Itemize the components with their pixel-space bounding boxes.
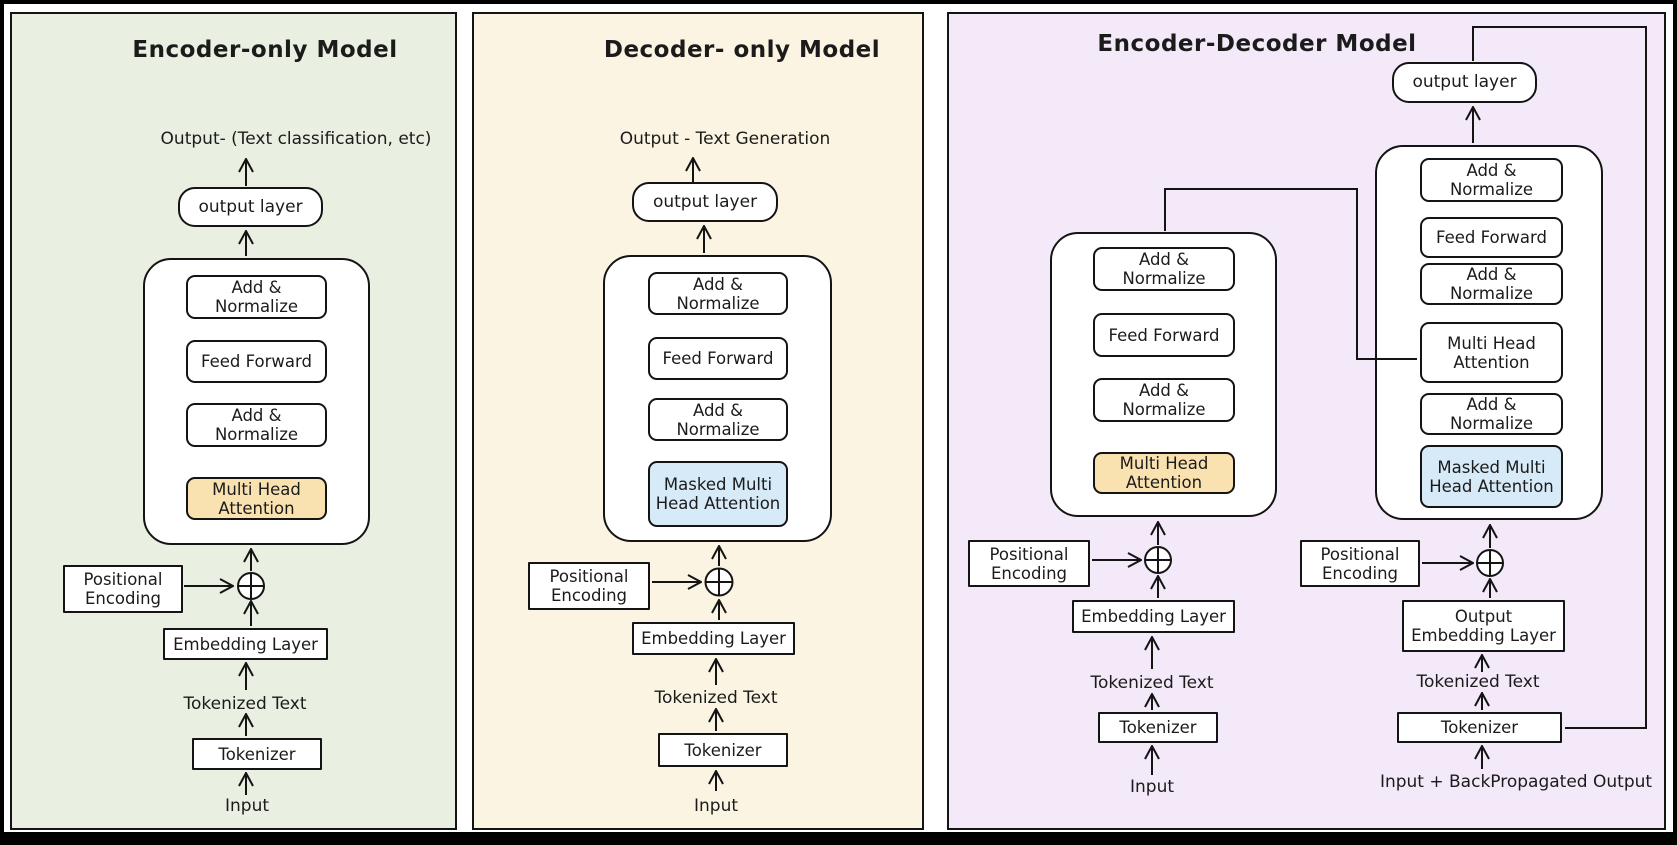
add-normalize-box: Add & Normalize <box>1420 393 1563 435</box>
tokenized-text-label: Tokenized Text <box>1090 673 1214 693</box>
add-normalize-box: Add & Normalize <box>648 272 788 315</box>
masked-multi-head-attention-box: Masked Multi Head Attention <box>648 461 788 527</box>
add-normalize-box: Add & Normalize <box>1420 263 1563 305</box>
add-normalize-box: Add & Normalize <box>1093 378 1235 422</box>
frame-border-left <box>0 0 4 845</box>
multi-head-attention-box: Multi Head Attention <box>1420 322 1563 383</box>
embedding-layer-box: Embedding Layer <box>163 628 328 660</box>
add-normalize-box: Add & Normalize <box>648 398 788 441</box>
multi-head-attention-box: Multi Head Attention <box>186 477 327 520</box>
positional-encoding-box: Positional Encoding <box>528 562 650 610</box>
multi-head-attention-box: Multi Head Attention <box>1093 452 1235 494</box>
input-label: Input + BackPropagated Output <box>1379 772 1653 792</box>
feed-forward-box: Feed Forward <box>186 340 327 383</box>
input-label: Input <box>693 796 739 816</box>
tokenizer-box: Tokenizer <box>1397 712 1562 743</box>
output-embedding-layer-box: Output Embedding Layer <box>1402 600 1565 652</box>
add-normalize-box: Add & Normalize <box>186 275 327 319</box>
frame-border-top <box>0 0 1677 4</box>
tokenizer-box: Tokenizer <box>1098 712 1218 743</box>
add-normalize-box: Add & Normalize <box>1093 247 1235 291</box>
positional-encoding-box: Positional Encoding <box>1300 540 1420 587</box>
embedding-layer-box: Embedding Layer <box>632 622 795 655</box>
panel-title: Encoder-only Model <box>132 37 398 63</box>
embedding-layer-box: Embedding Layer <box>1072 600 1235 633</box>
masked-multi-head-attention-box: Masked Multi Head Attention <box>1420 445 1563 508</box>
tokenizer-box: Tokenizer <box>658 733 788 767</box>
input-label: Input <box>1129 777 1175 797</box>
frame-border-right <box>1673 0 1677 845</box>
output-layer-box: output layer <box>632 182 778 222</box>
add-normalize-box: Add & Normalize <box>186 403 327 447</box>
feed-forward-box: Feed Forward <box>648 337 788 380</box>
tokenized-text-label: Tokenized Text <box>1416 672 1540 692</box>
feed-forward-box: Feed Forward <box>1093 313 1235 357</box>
tokenizer-box: Tokenizer <box>192 738 322 770</box>
panel-title: Decoder- only Model <box>603 37 881 63</box>
output-layer-box: output layer <box>178 187 323 227</box>
frame-border-bottom <box>0 832 1677 845</box>
feed-forward-box: Feed Forward <box>1420 217 1563 258</box>
input-label: Input <box>224 796 270 816</box>
tokenized-text-label: Tokenized Text <box>654 688 778 708</box>
output-caption: Output- (Text classification, etc) <box>160 129 432 149</box>
output-caption: Output - Text Generation <box>619 129 831 149</box>
add-normalize-box: Add & Normalize <box>1420 158 1563 202</box>
panel-title: Encoder-Decoder Model <box>1097 31 1417 57</box>
positional-encoding-box: Positional Encoding <box>968 540 1090 587</box>
positional-encoding-box: Positional Encoding <box>63 565 183 613</box>
output-layer-box: output layer <box>1392 62 1537 103</box>
tokenized-text-label: Tokenized Text <box>183 694 307 714</box>
